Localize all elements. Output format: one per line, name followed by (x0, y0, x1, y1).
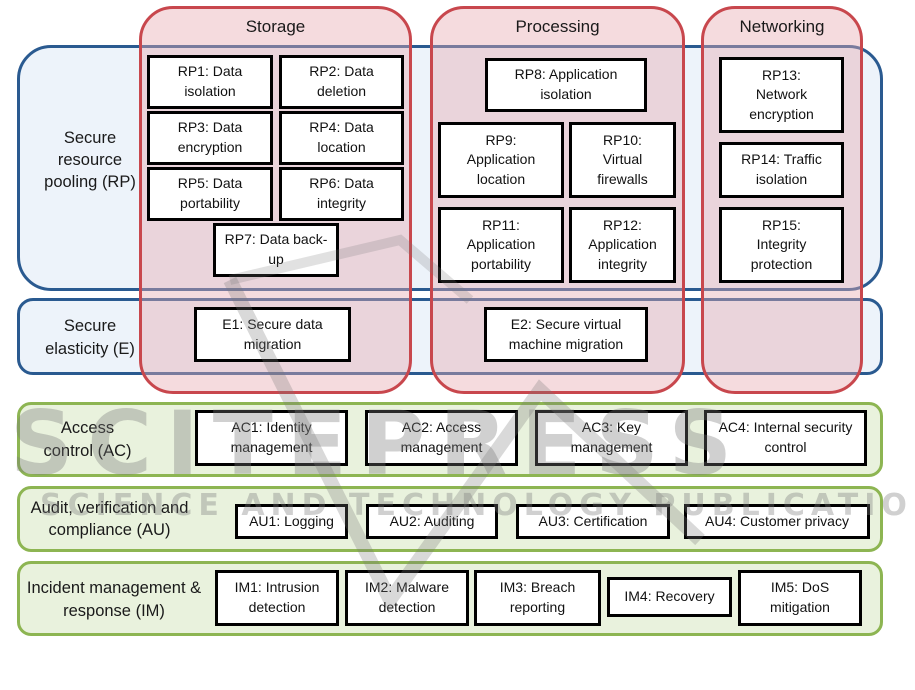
box-rp5: RP5: Data portability (147, 167, 273, 221)
band-label-ac: Access control (AC) (43, 419, 132, 460)
column-title-processing: Processing (515, 17, 600, 36)
box-rp2-label: RP2: Data deletion (309, 63, 374, 99)
box-rp15-label: RP15: Integrity protection (750, 216, 813, 272)
box-im4-label: IM4: Recovery (624, 588, 715, 605)
box-rp12-label: RP12: Application integrity (588, 216, 657, 272)
box-im2-label: IM2: Malware detection (364, 579, 450, 615)
box-au1-label: AU1: Logging (249, 512, 334, 529)
box-rp9: RP9: Application location (438, 122, 564, 198)
box-im5: IM5: DoS mitigation (738, 570, 862, 626)
box-rp11: RP11: Application portability (438, 207, 564, 283)
band-label-au: Audit, verification and compliance (AU) (30, 498, 189, 539)
column-title-networking: Networking (739, 17, 825, 36)
box-im5-label: IM5: DoS mitigation (770, 579, 830, 615)
box-rp7: RP7: Data back-up (213, 223, 339, 277)
box-au1: AU1: Logging (235, 504, 348, 539)
box-rp8: RP8: Application isolation (485, 58, 647, 112)
box-ac4-label: AC4: Internal security control (718, 419, 853, 455)
box-rp2: RP2: Data deletion (279, 55, 404, 109)
box-au4-label: AU4: Customer privacy (705, 512, 849, 529)
box-rp10: RP10: Virtual firewalls (569, 122, 676, 198)
box-rp13: RP13: Network encryption (719, 57, 844, 133)
box-rp8-label: RP8: Application isolation (514, 66, 618, 102)
box-im3-label: IM3: Breach reporting (499, 579, 576, 615)
box-ac3-label: AC3: Key management (570, 419, 653, 455)
box-au4: AU4: Customer privacy (684, 504, 870, 539)
box-rp9-label: RP9: Application location (466, 131, 536, 187)
box-au2: AU2: Auditing (366, 504, 498, 539)
box-rp14-label: RP14: Traffic isolation (741, 151, 822, 187)
box-im1-label: IM1: Intrusion detection (234, 579, 320, 615)
box-rp15: RP15: Integrity protection (719, 207, 844, 283)
band-label-rp: Secure resource pooling (RP) (44, 128, 136, 192)
band-label-e: Secure elasticity (E) (45, 317, 135, 358)
box-e2: E2: Secure virtual machine migration (484, 307, 648, 362)
box-im3: IM3: Breach reporting (474, 570, 601, 626)
box-rp3-label: RP3: Data encryption (177, 119, 243, 155)
box-rp1: RP1: Data isolation (147, 55, 273, 109)
box-rp12: RP12: Application integrity (569, 207, 676, 283)
box-rp6-label: RP6: Data integrity (309, 175, 374, 211)
box-rp13-label: RP13: Network encryption (749, 66, 814, 122)
box-au3-label: AU3: Certification (538, 512, 648, 529)
box-rp10-label: RP10: Virtual firewalls (597, 131, 648, 187)
box-rp1-label: RP1: Data isolation (177, 63, 243, 99)
box-rp14: RP14: Traffic isolation (719, 142, 844, 198)
box-rp4-label: RP4: Data location (309, 119, 374, 155)
box-ac1: AC1: Identity management (195, 410, 348, 466)
box-ac2: AC2: Access management (365, 410, 518, 466)
box-au3: AU3: Certification (516, 504, 670, 539)
box-im2: IM2: Malware detection (345, 570, 469, 626)
box-rp11-label: RP11: Application portability (466, 216, 536, 272)
box-e2-label: E2: Secure virtual machine migration (508, 315, 624, 352)
box-ac1-label: AC1: Identity management (230, 419, 313, 455)
box-ac3: AC3: Key management (535, 410, 688, 466)
box-im1: IM1: Intrusion detection (215, 570, 339, 626)
column-title-storage: Storage (245, 17, 306, 36)
box-rp5-label: RP5: Data portability (177, 175, 243, 211)
box-rp3: RP3: Data encryption (147, 111, 273, 165)
box-rp7-label: RP7: Data back-up (224, 231, 328, 267)
band-label-im: Incident management & response (IM) (26, 579, 202, 620)
box-rp4: RP4: Data location (279, 111, 404, 165)
box-im4: IM4: Recovery (607, 577, 732, 617)
box-rp6: RP6: Data integrity (279, 167, 404, 221)
box-ac2-label: AC2: Access management (400, 419, 483, 455)
box-ac4: AC4: Internal security control (704, 410, 867, 466)
box-e1: E1: Secure data migration (194, 307, 351, 362)
box-e1-label: E1: Secure data migration (222, 315, 323, 352)
box-au2-label: AU2: Auditing (389, 512, 475, 529)
